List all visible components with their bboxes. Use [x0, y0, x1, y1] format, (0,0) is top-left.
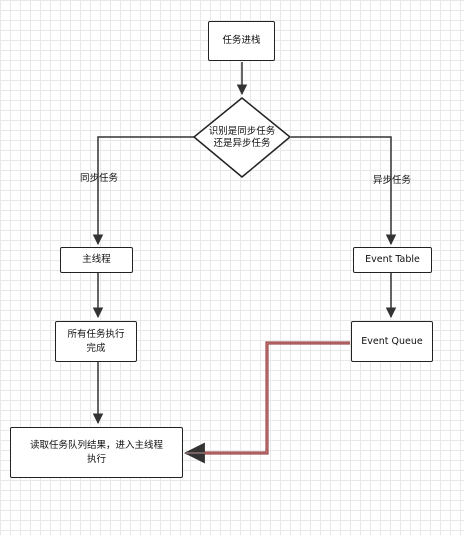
edge-decision-to-event-table	[291, 136, 397, 246]
node-event-queue: Event Queue	[351, 321, 433, 362]
node-push-task-label: 任务进栈	[222, 35, 261, 46]
node-push-task: 任务进栈	[208, 21, 275, 61]
node-event-queue-label: Event Queue	[361, 335, 423, 347]
edge-event-queue-to-read-queue	[183, 341, 350, 464]
node-event-table-label: Event Table	[365, 254, 420, 265]
node-main-thread: 主线程	[60, 247, 133, 273]
node-all-tasks-done-line1: 所有任务执行	[67, 328, 125, 340]
node-all-tasks-done: 所有任务执行 完成	[55, 321, 137, 362]
decision-diamond	[192, 97, 292, 178]
node-event-table: Event Table	[353, 247, 432, 273]
node-main-thread-label: 主线程	[82, 254, 111, 265]
decision-label-line1: 识别是同步任务	[208, 126, 276, 137]
decision-label: 识别是同步任务 还是异步任务	[192, 126, 292, 150]
edge-decision-to-main-thread	[92, 136, 195, 246]
edge-label-async: 异步任务	[373, 175, 412, 186]
node-all-tasks-done-line2: 完成	[86, 342, 106, 354]
edge-label-sync: 同步任务	[80, 173, 119, 184]
node-read-queue: 读取任务队列结果，进入主线程 执行	[10, 427, 183, 478]
decision-label-line2: 还是异步任务	[213, 138, 271, 149]
node-read-queue-line2: 执行	[86, 453, 106, 465]
node-read-queue-line1: 读取任务队列结果，进入主线程	[29, 439, 163, 451]
